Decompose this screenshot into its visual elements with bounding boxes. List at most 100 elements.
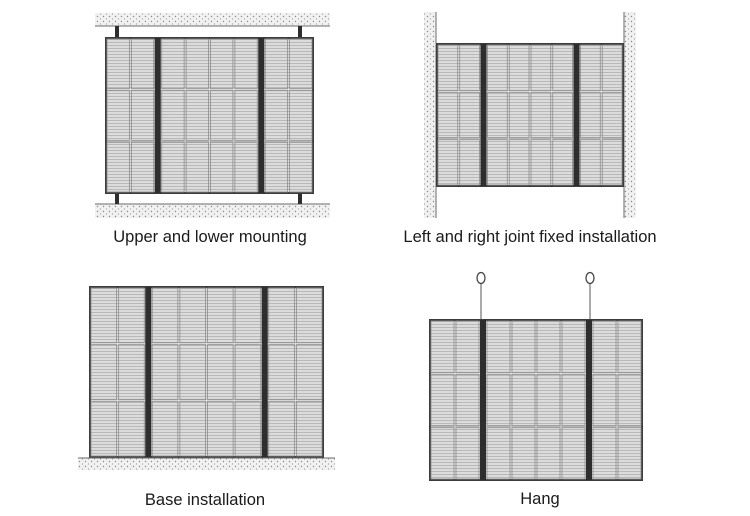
left-right-cabinet-panel — [601, 44, 623, 91]
left-right-cabinet-panel — [601, 139, 623, 186]
base-cabinet-panel — [207, 344, 234, 400]
hanging-hook-icon — [585, 271, 595, 285]
base-led-screen — [89, 286, 324, 458]
left-right-cabinet-panel — [552, 139, 573, 186]
bottom-bracket-2 — [298, 193, 302, 204]
left-right-cabinet-panel — [530, 91, 552, 139]
left-wall — [424, 12, 436, 218]
left-right-cabinet-panel — [580, 44, 601, 91]
base-cabinet-panel — [151, 287, 179, 344]
upper-lower-cabinet-panel — [106, 38, 130, 90]
top-bracket-1 — [115, 26, 119, 38]
hang-cabinet-panel — [486, 320, 511, 373]
upper-lower-cabinet-panel — [210, 90, 234, 141]
upper-lower-cabinet-panel — [234, 38, 258, 90]
hang-cabinet-panel — [561, 373, 586, 427]
upper-lower-cabinet-panel — [161, 141, 185, 193]
left-right-cabinet-panel — [580, 139, 601, 186]
base-cabinet-panel — [151, 400, 179, 457]
upper-lower-support-beam — [154, 38, 161, 193]
upper-lower-cabinet-panel — [264, 141, 289, 193]
hang-cabinet-panel — [430, 427, 455, 480]
upper-lower-cabinet-panel — [264, 38, 289, 90]
left-right-cabinet-panel — [487, 44, 508, 91]
left-right-cabinet-panel — [580, 91, 601, 139]
hang-cabinet-panel — [561, 320, 586, 373]
hanging-hook-icon — [476, 271, 486, 285]
base-cabinet-panel — [295, 344, 323, 400]
top-bracket-2 — [298, 26, 302, 38]
upper-lower-cabinet-panel — [161, 90, 185, 141]
base-cabinet-panel — [179, 400, 206, 457]
hang-cabinet-panel — [430, 373, 455, 427]
upper-lower-cabinet-panel — [185, 90, 209, 141]
upper-lower-cabinet-panel — [130, 90, 155, 141]
base-cabinet-panel — [179, 287, 206, 344]
base-support-beam — [261, 287, 268, 457]
hang-cabinet-panel — [561, 427, 586, 480]
left-right-cabinet-panel — [508, 139, 530, 186]
hang-cabinet-panel — [617, 373, 642, 427]
left-right-cabinet-panel — [487, 139, 508, 186]
hang-cabinet-panel — [511, 373, 536, 427]
hang-cabinet-panel — [486, 427, 511, 480]
hang-cabinet-panel — [430, 320, 455, 373]
upper-lower-cabinet-panel — [161, 38, 185, 90]
base-cabinet-panel — [234, 287, 262, 344]
left-right-cabinet-panel — [552, 44, 573, 91]
left-right-cabinet-panel — [437, 91, 459, 139]
left-right-cabinet-panel — [601, 91, 623, 139]
hang-cabinet-panel — [617, 320, 642, 373]
base-cabinet-panel — [118, 344, 145, 400]
upper-lower-cabinet-panel — [106, 90, 130, 141]
caption-upper-lower-mounting: Upper and lower mounting — [113, 228, 307, 246]
hang-cabinet-panel — [536, 320, 561, 373]
upper-lower-support-beam — [258, 38, 265, 193]
upper-lower-cabinet-panel — [234, 141, 258, 193]
left-right-cabinet-panel — [508, 44, 530, 91]
base-cabinet-panel — [118, 287, 145, 344]
base-cabinet-panel — [295, 287, 323, 344]
hang-cabinet-panel — [592, 427, 617, 480]
ceiling-surface — [95, 13, 330, 26]
base-cabinet-panel — [268, 287, 295, 344]
base-cabinet-panel — [268, 400, 295, 457]
left-right-support-beam — [480, 44, 487, 186]
base-cabinet-panel — [295, 400, 323, 457]
left-right-cabinet-panel — [437, 139, 459, 186]
left-right-cabinet-panel — [487, 91, 508, 139]
caption-hang: Hang — [520, 490, 560, 508]
left-right-support-beam — [573, 44, 580, 186]
left-right-cabinet-panel — [459, 139, 480, 186]
left-right-cabinet-panel — [530, 139, 552, 186]
upper-lower-cabinet-panel — [289, 90, 313, 141]
base-cabinet-panel — [90, 344, 118, 400]
base-cabinet-panel — [179, 344, 206, 400]
base-cabinet-panel — [268, 344, 295, 400]
base-cabinet-panel — [90, 400, 118, 457]
hang-cabinet-panel — [511, 320, 536, 373]
left-right-cabinet-panel — [437, 44, 459, 91]
hang-cabinet-panel — [617, 427, 642, 480]
upper-lower-cabinet-panel — [210, 38, 234, 90]
base-cabinet-panel — [118, 400, 145, 457]
base-cabinet-panel — [234, 400, 262, 457]
hang-cabinet-panel — [536, 373, 561, 427]
base-support-beam — [145, 287, 152, 457]
right-wall — [624, 12, 636, 218]
caption-base-installation: Base installation — [144, 491, 266, 509]
upper-lower-cabinet-panel — [264, 90, 289, 141]
upper-lower-cabinet-panel — [289, 38, 313, 90]
base-cabinet-panel — [207, 400, 234, 457]
upper-lower-cabinet-panel — [130, 38, 155, 90]
upper-lower-cabinet-panel — [210, 141, 234, 193]
left-right-cabinet-panel — [530, 44, 552, 91]
base-floor — [78, 458, 335, 470]
base-cabinet-panel — [90, 287, 118, 344]
bottom-bracket-1 — [115, 193, 119, 204]
upper-lower-cabinet-panel — [185, 38, 209, 90]
upper-lower-cabinet-panel — [234, 90, 258, 141]
left-right-cabinet-panel — [552, 91, 573, 139]
hang-cabinet-panel — [486, 373, 511, 427]
